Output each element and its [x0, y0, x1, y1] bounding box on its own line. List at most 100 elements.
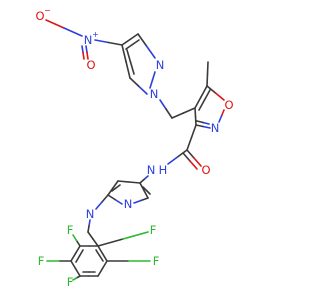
amide-nitrogen: N: [147, 163, 156, 177]
bond-ar-6-1-a: [101, 252, 108, 262]
bond-pz2-c5-n2-b: [95, 201, 103, 210]
bond-isox-o-n-b: [218, 115, 223, 123]
bond-pz2-c4-c3-double-a: [142, 186, 148, 192]
bond-nitro-n-c4-a: [94, 39, 110, 44]
molecule-structure-diagram: O − N + O N N O N N H O N N F F F F F: [35, 6, 233, 289]
bond-n-pz2-b: [139, 178, 145, 184]
fluorine-ortho-right: F: [150, 223, 157, 237]
bond-n-ch2-b: [165, 108, 173, 119]
bonds-layer: [45, 19, 225, 281]
bond-pz2-c5-double-a: [111, 187, 117, 192]
bond-pz1-c4-c5-a: [121, 38, 131, 46]
bond-pz1-c4-c5-double-a: [125, 43, 134, 50]
amide-oxygen: O: [201, 163, 210, 177]
bond-isox-n-c3-double-b: [196, 120, 204, 124]
bond-isox-c5-o-a: [206, 85, 217, 94]
bond-pz1-c3-c4-b: [121, 44, 127, 63]
bond-c3-carbonyl-a: [190, 124, 197, 139]
fluorine-meta-left: F: [38, 254, 45, 268]
bond-isox-c3-c4-b: [194, 107, 197, 118]
nitro-minus-charge: −: [44, 6, 51, 15]
nitro-oxygen-double: O: [86, 58, 95, 72]
bond-n-ch2-a: [159, 99, 167, 110]
bond-pz2-c3-n1-a: [140, 197, 149, 202]
bond-pz2-n1-c5-a: [114, 198, 123, 205]
bond-ch2-isoxazole-c4-b: [182, 107, 196, 114]
bond-isox-c4-c5-double-a: [198, 99, 206, 111]
bond-isox-c4-c5-b: [200, 85, 208, 98]
bond-ar-5-6-a: [97, 267, 104, 277]
bond-methyl-a: [206, 73, 209, 87]
bond-ar-3-4-b: [74, 267, 81, 277]
bond-ar-2-3-double-b: [75, 255, 81, 263]
bond-ar-2-3-double-a: [78, 249, 84, 257]
bond-isox-n-c3-double-a: [202, 121, 210, 125]
bond-ar-5-6-b: [101, 260, 108, 270]
bond-nitro-n-o-double-b-a: [81, 45, 84, 54]
bond-isox-c3-c4-a: [194, 115, 197, 126]
bond-pz2-c5-double-b: [115, 184, 121, 189]
bond-carbonyl-n-a: [176, 149, 188, 158]
bond-c3-carbonyl-b: [186, 136, 193, 151]
pyrazole-top-n2: N: [150, 87, 159, 101]
bond-carbonyl-o-b-b: [189, 160, 198, 170]
bond-carbonyl-o-a-b: [193, 157, 202, 167]
amide-hydrogen: H: [159, 163, 168, 177]
bond-nitro-n-c4-b: [107, 41, 123, 46]
bond-nitro-n-o-double-a-b: [86, 51, 89, 60]
bond-isox-c4-c5-double-b: [203, 89, 211, 101]
bond-pz2-c5-c4-a: [107, 187, 114, 196]
bond-c-f-ortho-right-b: [122, 231, 149, 240]
bond-pz2-n1-c5-b: [107, 194, 116, 201]
bond-ar-2-3-a: [74, 245, 81, 255]
bond-c-f-ortho-left-a: [75, 239, 81, 247]
bond-pz2-c4-c4b-b: [128, 181, 141, 184]
bond-nitro-n-o-double-b-b: [82, 51, 85, 60]
isoxazole-nitrogen: N: [211, 121, 220, 135]
bond-carbonyl-o-a-a: [186, 149, 195, 159]
bond-n-pz2-a: [143, 175, 149, 181]
bond-pz2-c4-c3-b: [143, 189, 149, 199]
bond-ar-2-3-b: [70, 252, 77, 262]
bond-pz1-c3-c4-double-b: [126, 49, 132, 63]
bond-isox-n-c3-a: [202, 125, 211, 129]
bond-carbonyl-n-b: [167, 156, 179, 165]
bond-pz2-c4-c4b-a: [117, 180, 130, 183]
isoxazole-oxygen: O: [224, 98, 233, 112]
bond-pz2-c5-n2-a: [101, 194, 109, 203]
bond-ch2-isoxazole-c4-a: [171, 112, 185, 119]
bond-isox-o-n-a: [220, 109, 225, 117]
nitro-plus-charge: +: [92, 30, 99, 39]
fluorine-meta-right: F: [153, 254, 160, 268]
bond-pz2-c3-n1-b: [133, 199, 142, 204]
bond-pz1-n2-c3-b: [129, 77, 140, 87]
bond-ar-6-1-double-b: [95, 249, 101, 257]
atom-labels-layer: O − N + O N N O N N H O N N F F F F F: [35, 6, 233, 289]
bond-nitro-o-n-b: [63, 27, 83, 37]
bond-c-f-para-b: [72, 277, 78, 281]
bond-pz1-c3-c4-double-a: [129, 61, 135, 75]
bond-pz1-n2-c3-a: [137, 85, 148, 95]
pyrazole-bottom-n1: N: [124, 197, 133, 211]
nitro-oxygen-minus: O: [35, 9, 44, 23]
bond-nitro-o-n-a: [45, 19, 65, 29]
bond-carbonyl-o-b-a: [182, 152, 191, 162]
bond-ch2-aryl-a: [87, 231, 94, 240]
bond-pz2-c4-c3-double-b: [145, 189, 151, 195]
bond-c-f-ortho-right-a: [97, 238, 124, 247]
bond-pz1-c3-c4-a: [125, 60, 131, 79]
bond-c-f-ortho-left-b: [72, 234, 78, 242]
bond-pz1-c4-c5-double-b: [131, 39, 140, 46]
fluorine-para: F: [67, 275, 74, 289]
bond-n-ch2-benzyl-a: [88, 219, 91, 227]
nitro-nitrogen-plus: N: [84, 33, 93, 47]
fluorine-ortho-left: F: [67, 223, 74, 237]
bond-nitro-n-o-double-a-a: [85, 45, 88, 54]
bond-ch2-aryl-b: [92, 238, 99, 247]
bond-pz2-c4-c3-a: [139, 182, 145, 192]
pyrazole-top-n1: N: [156, 58, 165, 72]
bond-pz2-c5-c4-b: [112, 180, 119, 189]
bond-methyl-b: [206, 61, 209, 75]
bond-ar-6-1-double-a: [98, 254, 104, 262]
bond-pz1-c5-n1-b: [145, 45, 156, 59]
